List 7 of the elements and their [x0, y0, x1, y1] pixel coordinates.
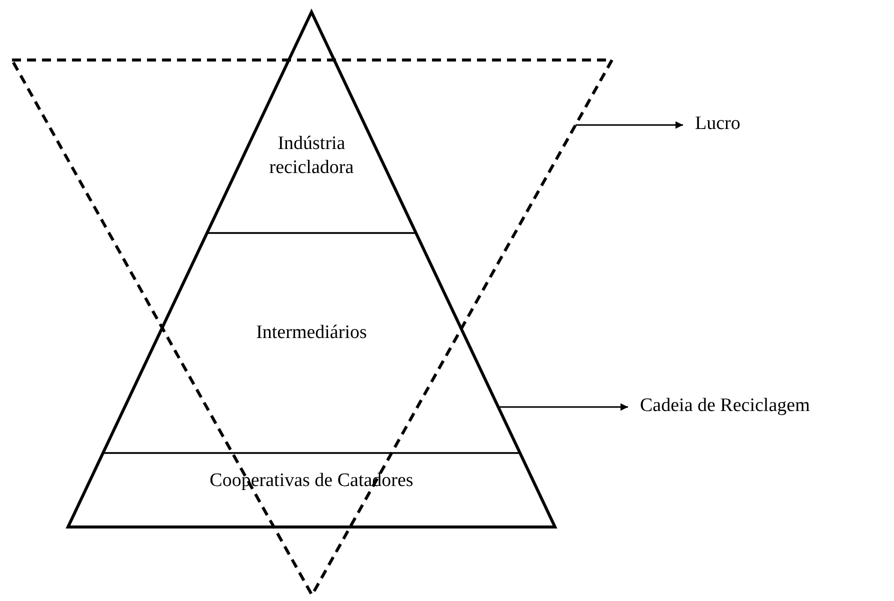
- arrow: [576, 121, 683, 129]
- side-label: Lucro: [695, 112, 742, 136]
- tier-label: Indústria recicladora: [268, 132, 355, 180]
- tier-label: Intermediários: [255, 321, 368, 345]
- tier-label: Cooperativas de Catadores: [208, 469, 414, 493]
- side-label: Cadeia de Reciclagem: [640, 394, 811, 418]
- arrow: [498, 403, 628, 411]
